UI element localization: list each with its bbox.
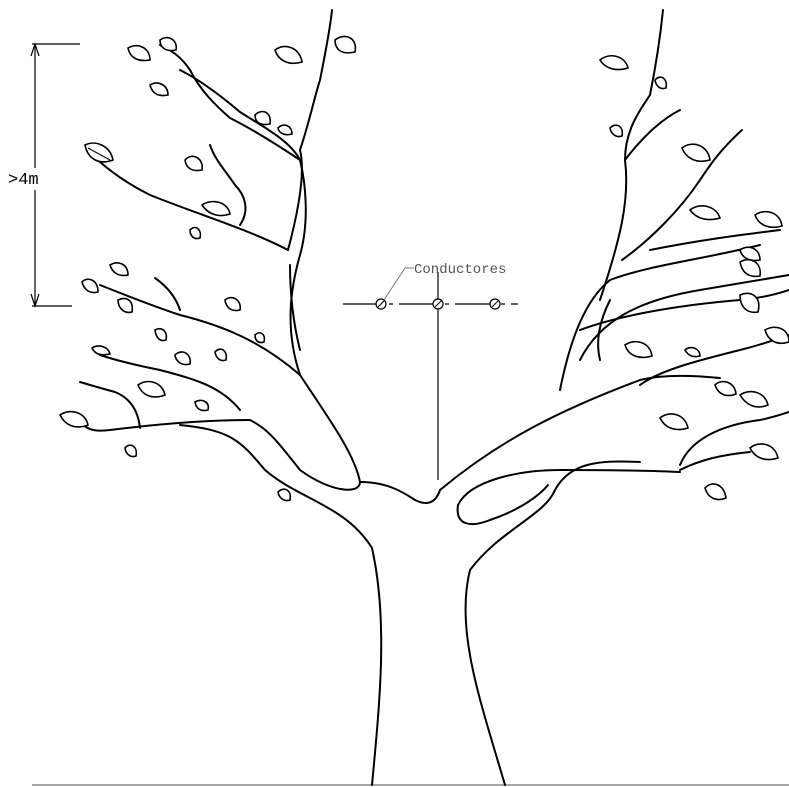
leaf-icon bbox=[127, 44, 151, 62]
leaf-icon bbox=[738, 390, 769, 408]
leaf-icon bbox=[688, 205, 722, 221]
leaf-icon bbox=[739, 258, 761, 278]
leaf-icon bbox=[254, 332, 266, 344]
conductor-icon bbox=[432, 298, 444, 310]
leaf-icon bbox=[658, 413, 689, 431]
leaf-icon bbox=[714, 380, 737, 397]
dimension-label: >4m bbox=[8, 171, 39, 190]
leaf-icon bbox=[84, 142, 114, 163]
leaf-icon bbox=[681, 143, 711, 163]
conductor-icon bbox=[375, 298, 387, 310]
conductor-icon bbox=[489, 298, 501, 310]
leaf-icon bbox=[334, 35, 357, 54]
leaf-icon bbox=[184, 155, 203, 172]
leaf-icon bbox=[174, 351, 192, 366]
leaf-icon bbox=[598, 55, 629, 71]
leaf-icon bbox=[117, 297, 134, 314]
leaves-left bbox=[58, 35, 357, 502]
leaf-icon bbox=[739, 246, 761, 262]
leaf-icon bbox=[609, 124, 624, 138]
leaves-right bbox=[598, 55, 789, 501]
leaf-icon bbox=[81, 278, 99, 294]
leaf-icon bbox=[704, 483, 727, 501]
leaf-icon bbox=[274, 45, 303, 65]
leaf-icon bbox=[748, 443, 779, 461]
leaf-icon bbox=[624, 340, 653, 359]
leaf-icon bbox=[90, 345, 111, 356]
leaf-icon bbox=[149, 82, 169, 97]
left-branches bbox=[79, 9, 333, 432]
leaf-icon bbox=[159, 36, 178, 52]
leaf-icon bbox=[277, 488, 292, 502]
leaf-icon bbox=[194, 399, 210, 412]
leaf-icon bbox=[214, 348, 228, 362]
conductors-group: Conductores bbox=[343, 262, 518, 480]
leaf-icon bbox=[277, 124, 293, 136]
leaf-icon bbox=[683, 346, 701, 358]
leaf-icon bbox=[754, 210, 783, 229]
leaf-icon bbox=[137, 380, 166, 398]
dimension-arrow-bottom bbox=[30, 293, 40, 308]
leaf-icon bbox=[764, 326, 789, 345]
height-dimension: >4m bbox=[8, 42, 80, 308]
dimension-arrow-top bbox=[30, 42, 40, 57]
leaf-icon bbox=[200, 200, 231, 217]
callout-leader bbox=[383, 267, 414, 301]
leaf-icon bbox=[58, 410, 89, 428]
leaf-icon bbox=[189, 226, 202, 240]
leaf-icon bbox=[254, 110, 272, 126]
leaf-icon bbox=[154, 327, 168, 342]
tree-trunk bbox=[179, 374, 721, 786]
right-branches bbox=[559, 9, 789, 471]
leaf-icon bbox=[124, 444, 138, 458]
leaf-icon bbox=[739, 292, 760, 314]
conductors-label: Conductores bbox=[414, 262, 506, 278]
leaf-icon bbox=[654, 76, 668, 90]
leaf-icon bbox=[224, 296, 242, 312]
leaf-icon bbox=[109, 262, 129, 277]
